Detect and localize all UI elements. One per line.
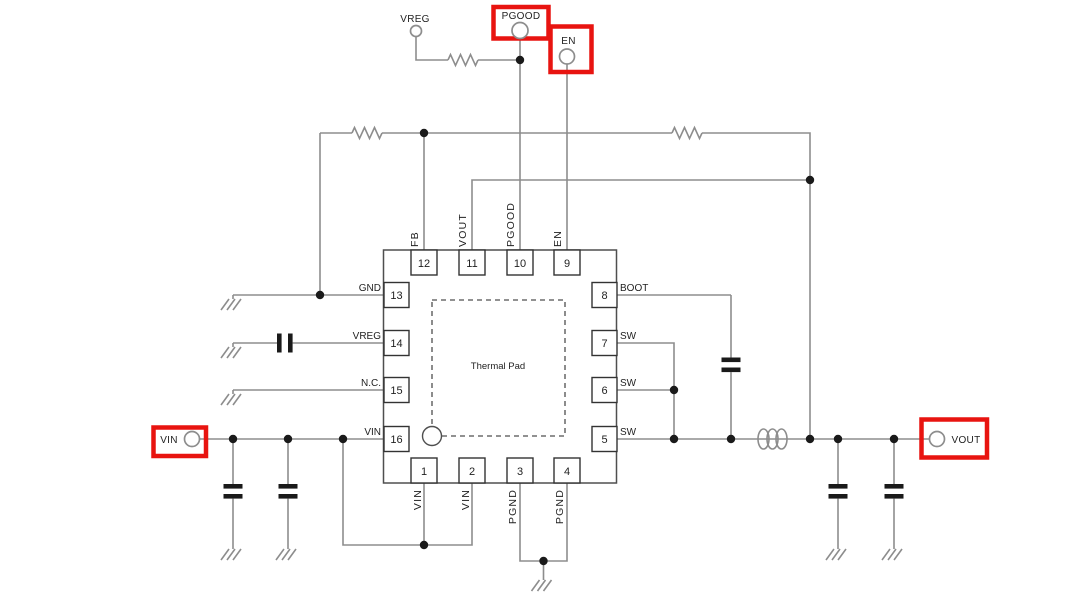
terminal-vin: VIN xyxy=(151,425,209,459)
pin-name-7: SW xyxy=(620,331,637,342)
ic-pins-top: 12 11 10 9 FB VOUT PGOOD EN xyxy=(409,202,581,276)
pin-name-1: VIN xyxy=(412,489,424,510)
pin-name-10: PGOOD xyxy=(505,202,517,247)
terminal-en-highlight-box xyxy=(548,24,594,75)
terminal-pgood: PGOOD xyxy=(491,4,551,41)
terminal-vin-pin-icon xyxy=(183,430,201,448)
terminal-en-label: EN xyxy=(561,36,576,47)
terminal-vout-pin-icon xyxy=(928,430,946,448)
pin-num-13: 13 xyxy=(390,290,402,302)
pin-box-14 xyxy=(383,329,410,357)
capacitor-vreg xyxy=(277,333,293,353)
pin-name-8: BOOT xyxy=(620,283,648,294)
ground-symbol xyxy=(530,575,553,592)
pin-name-13: GND xyxy=(359,283,381,294)
pin-num-14: 14 xyxy=(390,338,402,350)
pin-num-15: 15 xyxy=(390,385,402,397)
pin-num-8: 8 xyxy=(601,290,607,302)
resistor-fb-upper xyxy=(671,126,703,140)
capacitor-vout-2 xyxy=(884,484,904,499)
capacitor-vin-2 xyxy=(278,484,298,499)
capacitor-boot xyxy=(721,357,741,373)
resistor-fb-lower xyxy=(351,126,383,140)
inductor xyxy=(757,428,788,450)
pin-box-2 xyxy=(458,457,486,484)
capacitor-vout-1 xyxy=(828,484,848,499)
terminal-vin-highlight-box xyxy=(151,425,209,459)
terminal-vout-label: VOUT xyxy=(952,435,981,446)
pin-box-3 xyxy=(506,457,534,484)
terminal-vreg-label: VREG xyxy=(400,14,430,25)
terminal-pgood-label: PGOOD xyxy=(502,11,541,22)
pin-box-5 xyxy=(591,425,618,453)
terminal-vout-highlight-box xyxy=(919,417,990,460)
pin-box-8 xyxy=(591,281,618,309)
ic-pins-bottom: 1 2 3 4 VIN VIN PGND PGND xyxy=(410,457,581,524)
pin-box-1 xyxy=(410,457,438,484)
pin-num-11: 11 xyxy=(466,258,477,270)
pin-name-15: N.C. xyxy=(361,378,381,389)
pin-num-3: 3 xyxy=(517,466,523,478)
pin-box-4 xyxy=(553,457,581,484)
pin-num-12: 12 xyxy=(418,258,430,270)
pin-name-11: VOUT xyxy=(457,213,469,247)
pin-name-12: FB xyxy=(409,231,421,247)
pin-name-5: SW xyxy=(620,427,637,438)
pin-box-16 xyxy=(383,425,410,453)
pin-num-4: 4 xyxy=(564,466,570,478)
terminal-vout: VOUT xyxy=(919,417,990,460)
pin-box-12 xyxy=(410,249,438,276)
pin-num-7: 7 xyxy=(601,338,607,350)
pin-name-16: VIN xyxy=(364,427,381,438)
ground-symbol xyxy=(825,544,847,561)
pin-box-15 xyxy=(383,376,410,404)
pin-name-4: PGND xyxy=(554,489,566,524)
thermal-pad-label: Thermal Pad xyxy=(471,361,525,372)
resistor-pgood-pullup xyxy=(447,53,479,67)
ground-symbol xyxy=(220,342,242,359)
pin-box-10 xyxy=(506,249,534,276)
pin-name-14: VREG xyxy=(353,331,382,342)
ground-symbol xyxy=(881,544,903,561)
pin-box-13 xyxy=(383,281,410,309)
ic-pins-right: 8 7 6 5 BOOT SW SW SW xyxy=(591,281,648,453)
pin-num-6: 6 xyxy=(601,385,607,397)
pin1-indicator-icon xyxy=(421,425,443,447)
ground-symbol xyxy=(220,544,242,561)
terminal-pgood-pin-icon xyxy=(511,21,529,40)
pin-name-9: EN xyxy=(552,230,564,247)
pin-box-6 xyxy=(591,376,618,404)
thermal-pad-outline xyxy=(431,299,566,437)
terminal-vreg: VREG xyxy=(400,14,430,38)
pin-num-1: 1 xyxy=(421,466,427,478)
capacitor-vin-1 xyxy=(223,484,243,499)
ic-pins-left: 13 14 15 16 GND VREG N.C. VIN xyxy=(353,281,410,453)
terminal-vreg-pin-icon xyxy=(409,24,423,38)
pin-name-3: PGND xyxy=(507,489,519,524)
terminal-en: EN xyxy=(548,24,594,75)
ic-body xyxy=(382,249,618,484)
ground-symbol xyxy=(275,544,297,561)
pin-num-16: 16 xyxy=(390,434,402,446)
pin-num-9: 9 xyxy=(564,258,570,270)
junction-dots xyxy=(228,55,899,566)
pin-num-5: 5 xyxy=(601,434,607,446)
terminal-vin-label: VIN xyxy=(160,435,178,446)
pin-box-7 xyxy=(591,329,618,357)
ground-symbol xyxy=(220,294,242,311)
pin-box-9 xyxy=(553,249,581,276)
pin-name-6: SW xyxy=(620,378,637,389)
pin-num-2: 2 xyxy=(469,466,475,478)
terminal-en-pin-icon xyxy=(558,48,576,65)
pin-name-2: VIN xyxy=(460,489,472,510)
pin-box-11 xyxy=(458,249,486,276)
pin-num-10: 10 xyxy=(514,258,526,270)
ground-symbol xyxy=(220,389,242,406)
thermal-pad: Thermal Pad xyxy=(421,299,566,447)
